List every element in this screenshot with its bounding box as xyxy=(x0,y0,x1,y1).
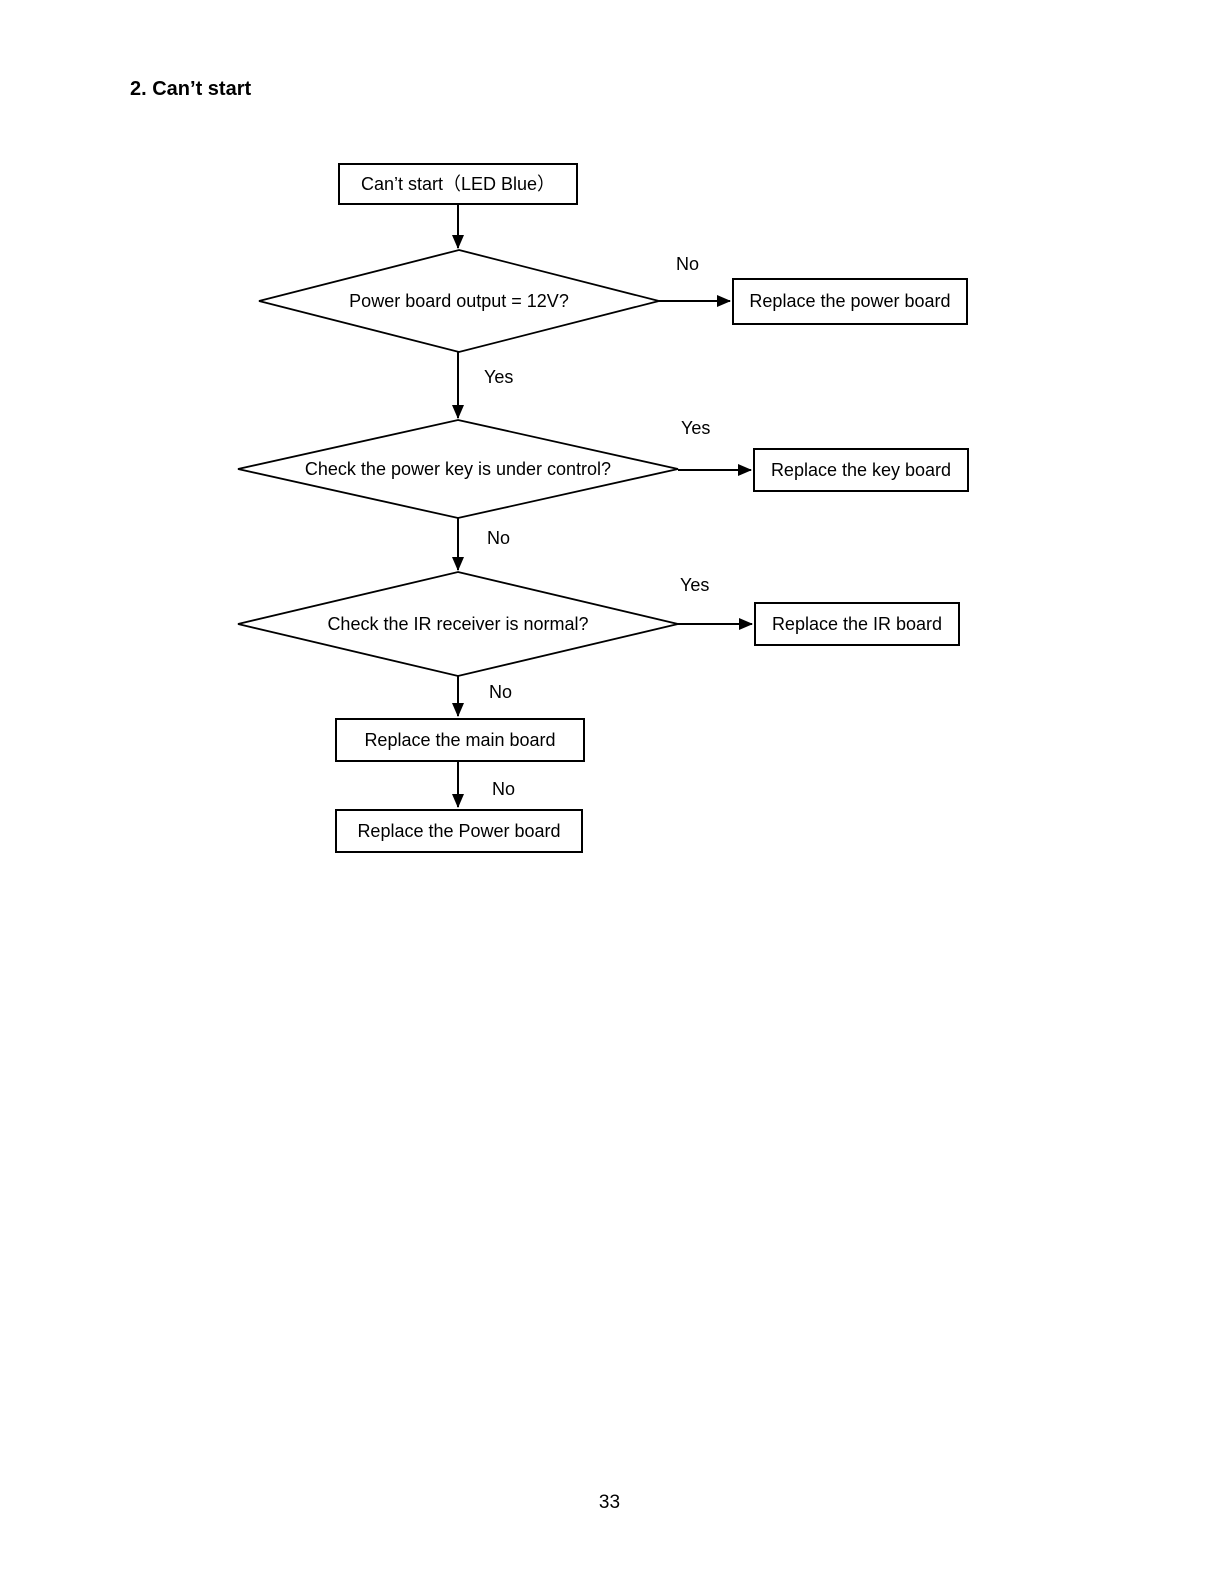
action-replace-ir-board: Replace the IR board xyxy=(754,602,960,646)
edge-label-no-main-board: No xyxy=(492,779,516,799)
page-number: 33 xyxy=(598,1492,621,1513)
action-replace-key-board: Replace the key board xyxy=(753,448,969,492)
decision-power-output-label: Power board output = 12V? xyxy=(349,290,569,311)
start-node: Can’t start（LED Blue） xyxy=(338,163,578,205)
edge-label-no-power-key: No xyxy=(487,528,511,548)
edge-label-no-ir-receiver: No xyxy=(489,682,513,702)
section-title: 2. Can’t start xyxy=(130,78,252,100)
decision-power-key-label: Check the power key is under control? xyxy=(304,458,612,479)
decision-diamond-shapes xyxy=(237,249,679,677)
flow-connector-arrows xyxy=(452,205,753,808)
edge-label-yes-ir-receiver: Yes xyxy=(680,575,710,595)
edge-label-no-power-output: No xyxy=(676,254,700,274)
action-replace-power-board: Replace the power board xyxy=(732,278,968,325)
action-replace-main-board: Replace the main board xyxy=(335,718,585,762)
action-replace-power-board-final: Replace the Power board xyxy=(335,809,583,853)
edge-label-yes-power-key: Yes xyxy=(681,418,711,438)
decision-ir-receiver-label: Check the IR receiver is normal? xyxy=(327,613,589,634)
edge-label-yes-power-output: Yes xyxy=(484,367,514,387)
